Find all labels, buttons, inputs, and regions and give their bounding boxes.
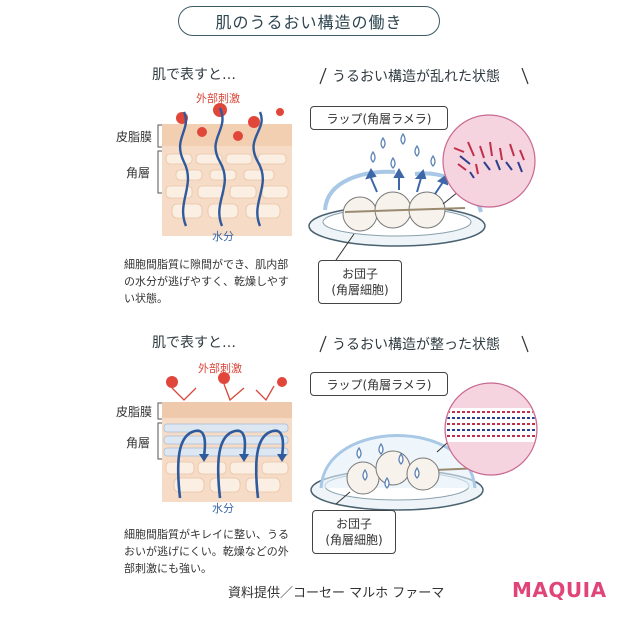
bottom-brace-horny (157, 422, 162, 460)
bottom-layer-horny-label: 角層 (126, 436, 151, 450)
top-magnified-lamella (442, 114, 536, 208)
bottom-dango-pointer (335, 491, 351, 505)
bottom-left-heading: 肌で表すと… (152, 335, 236, 351)
top-description: 細胞間脂質に隙間ができ、肌内部の水分が逃げやすく、乾燥しやすい状態。 (124, 258, 289, 305)
bottom-description: 細胞間脂質がキレイに整い、うるおいが逃げにくい。乾燥などの外部刺激にも強い。 (124, 528, 289, 575)
top-right-heading: うるおい構造が乱れた状態 (332, 69, 500, 85)
top-dango-pointer (335, 233, 355, 261)
top-stimulus-label: 外部刺激 (196, 92, 240, 105)
bottom-skin-diagram (162, 372, 292, 502)
bottom-right-heading: うるおい構造が整った状態 (332, 337, 500, 353)
top-skin-diagram (162, 103, 292, 236)
top-left-heading: 肌で表すと… (152, 67, 236, 83)
top-brace-sebum (157, 124, 162, 148)
page-title: 肌のうるおい構造の働き (178, 6, 440, 36)
bottom-layer-sebum-label: 皮脂膜 (116, 405, 153, 419)
bottom-brace-sebum (157, 402, 162, 420)
top-brace-horny (157, 150, 162, 194)
top-layer-horny-label: 角層 (126, 166, 151, 180)
bottom-magnified-lamella (444, 382, 538, 476)
top-water-label: 水分 (212, 230, 234, 243)
top-layer-sebum-label: 皮脂膜 (116, 130, 153, 144)
top-dango-label: お団子 (角層細胞) (318, 260, 402, 304)
bottom-dango-label: お団子 (角層細胞) (312, 510, 396, 554)
top-heading-marks (319, 67, 529, 85)
top-wrap-label: ラップ(角層ラメラ) (310, 106, 448, 130)
brand-logo: MAQUIA (512, 578, 607, 602)
credit-text: 資料提供／コーセー マルホ ファーマ (228, 586, 445, 601)
bottom-heading-marks (319, 335, 529, 353)
bottom-wrap-label: ラップ(角層ラメラ) (310, 372, 448, 396)
bottom-dango-illustration (310, 433, 484, 511)
bottom-water-label: 水分 (212, 502, 234, 515)
bottom-stimulus-label: 外部刺激 (198, 362, 242, 375)
